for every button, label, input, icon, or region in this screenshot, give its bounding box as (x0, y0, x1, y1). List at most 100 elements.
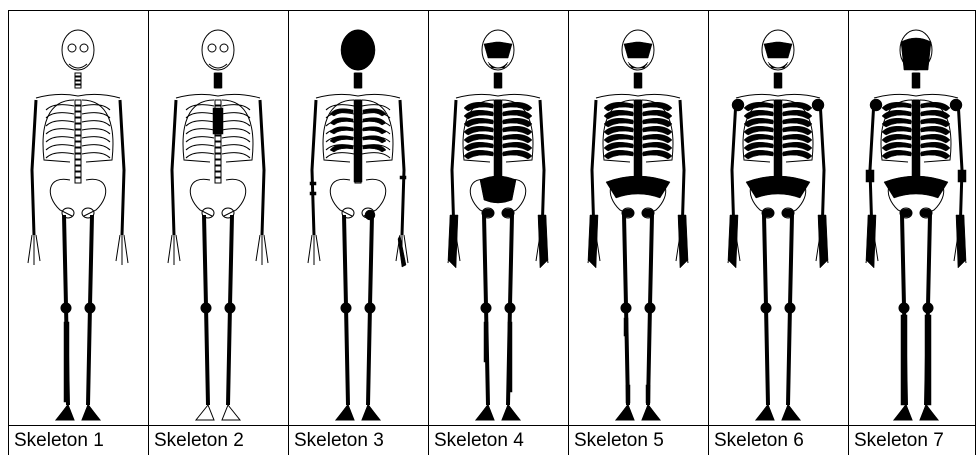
hand-right (256, 235, 268, 265)
skeleton-label: Skeleton 1 (8, 425, 148, 455)
pelvis-dark (884, 176, 948, 198)
eye-region-dark (764, 42, 792, 58)
eye-region-dark (624, 42, 652, 58)
rib-dark (921, 134, 950, 143)
shoulder-dark (812, 99, 824, 111)
rib-dark (882, 150, 911, 159)
vertebra (215, 142, 221, 147)
rib-dark (921, 126, 950, 135)
skeleton-outline (168, 30, 268, 420)
rib-dark (744, 150, 773, 159)
rib-dark (783, 134, 812, 143)
knee-dark (201, 303, 211, 313)
skeleton-outline (308, 30, 408, 420)
knee-dark (923, 303, 933, 313)
rib-dark (783, 110, 812, 119)
rib-dark (744, 134, 773, 143)
skull-outline (62, 30, 94, 70)
vertebra (75, 172, 81, 177)
foot-left (196, 405, 214, 420)
pelvis-dark (606, 176, 670, 198)
rib-dark (363, 136, 386, 143)
shoulder-dark (950, 99, 962, 111)
vertebra (75, 106, 81, 111)
rib-dark (330, 118, 353, 125)
rib-dark (604, 126, 633, 135)
clavicles (36, 94, 120, 98)
knee-dark (505, 303, 515, 313)
arm-left (32, 100, 36, 235)
rib (82, 113, 110, 118)
vertebra (75, 166, 81, 171)
arm-right (400, 100, 404, 235)
neck-vertebra (75, 81, 81, 84)
skeleton-outline (448, 30, 548, 420)
skeleton-panel: Skeleton 6 (708, 10, 848, 455)
skeleton-panel: Skeleton 5 (568, 10, 708, 455)
hip-dark (622, 209, 634, 217)
rib (222, 105, 250, 110)
skeleton-label: Skeleton 2 (148, 425, 288, 455)
skeleton-figure (288, 10, 428, 425)
rib (46, 105, 74, 110)
knee-dark (481, 303, 491, 313)
knee-dark (341, 303, 351, 313)
rib-dark (882, 110, 911, 119)
rib-dark (363, 118, 386, 125)
skull-outline (202, 30, 234, 70)
hand-right (116, 235, 128, 265)
rib-dark (783, 102, 812, 111)
rib (186, 105, 214, 110)
spine-dark (774, 100, 782, 182)
neck-vertebra (75, 77, 81, 80)
rib-dark (363, 127, 386, 134)
hand-left (308, 235, 320, 265)
rib-dark (604, 102, 633, 111)
hand-left (28, 235, 40, 265)
clavicles (736, 94, 820, 98)
skull-face-dark (901, 38, 931, 70)
skeleton-panel: Skeleton 3 (288, 10, 428, 455)
rib-dark (643, 102, 672, 111)
vertebra (215, 166, 221, 171)
pelvis-left (190, 179, 212, 216)
damage-marks (56, 303, 100, 420)
damage-marks (728, 42, 828, 420)
rib (326, 153, 354, 158)
hip-spot-dark (365, 210, 375, 220)
rib (82, 105, 110, 110)
rib-dark (783, 118, 812, 127)
pelvis-right (224, 179, 246, 216)
hand-dark (678, 215, 688, 268)
rib-dark (464, 118, 493, 127)
knee-dark (61, 303, 71, 313)
rib-dark (464, 142, 493, 151)
elbow-dark (958, 170, 966, 182)
vertebra (75, 154, 81, 159)
skeleton-label: Skeleton 7 (848, 425, 976, 455)
hand-dark (448, 215, 458, 268)
shin-dark (925, 315, 931, 405)
shoulder-dark (732, 99, 744, 111)
rib (186, 113, 214, 118)
rib (222, 129, 250, 134)
pelvis-right (84, 179, 106, 216)
rib-dark (503, 142, 532, 151)
rib (46, 153, 74, 158)
spine-dark (634, 100, 642, 182)
rib-dark (503, 110, 532, 119)
pelvis-left (330, 179, 352, 216)
rib (46, 121, 74, 126)
rib-dark (921, 118, 950, 127)
rib-dark (330, 136, 353, 143)
vertebra (215, 100, 221, 105)
vertebra (215, 160, 221, 165)
knee-dark (365, 303, 375, 313)
knee-dark (785, 303, 795, 313)
rib (222, 145, 250, 150)
neck-vertebra (75, 85, 81, 88)
hand-dark (538, 215, 548, 268)
skeleton-label: Skeleton 4 (428, 425, 568, 455)
clavicles (456, 94, 540, 98)
skeleton-figure (708, 10, 848, 425)
